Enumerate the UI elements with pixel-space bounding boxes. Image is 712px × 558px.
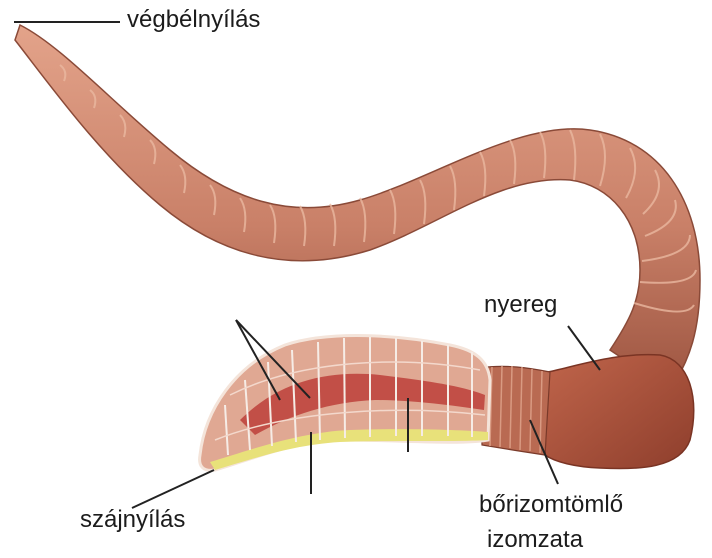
cutaway-section (200, 336, 490, 471)
leader-mouth (132, 470, 214, 508)
label-body-wall-line1: bőrizomtömlő (479, 491, 623, 519)
label-mouth: szájnyílás (80, 506, 185, 534)
saddle-clitellum (545, 355, 694, 469)
label-saddle: nyereg (484, 291, 557, 319)
label-anus: végbélnyílás (127, 6, 260, 34)
label-body-wall-line2: izomzata (487, 526, 583, 554)
